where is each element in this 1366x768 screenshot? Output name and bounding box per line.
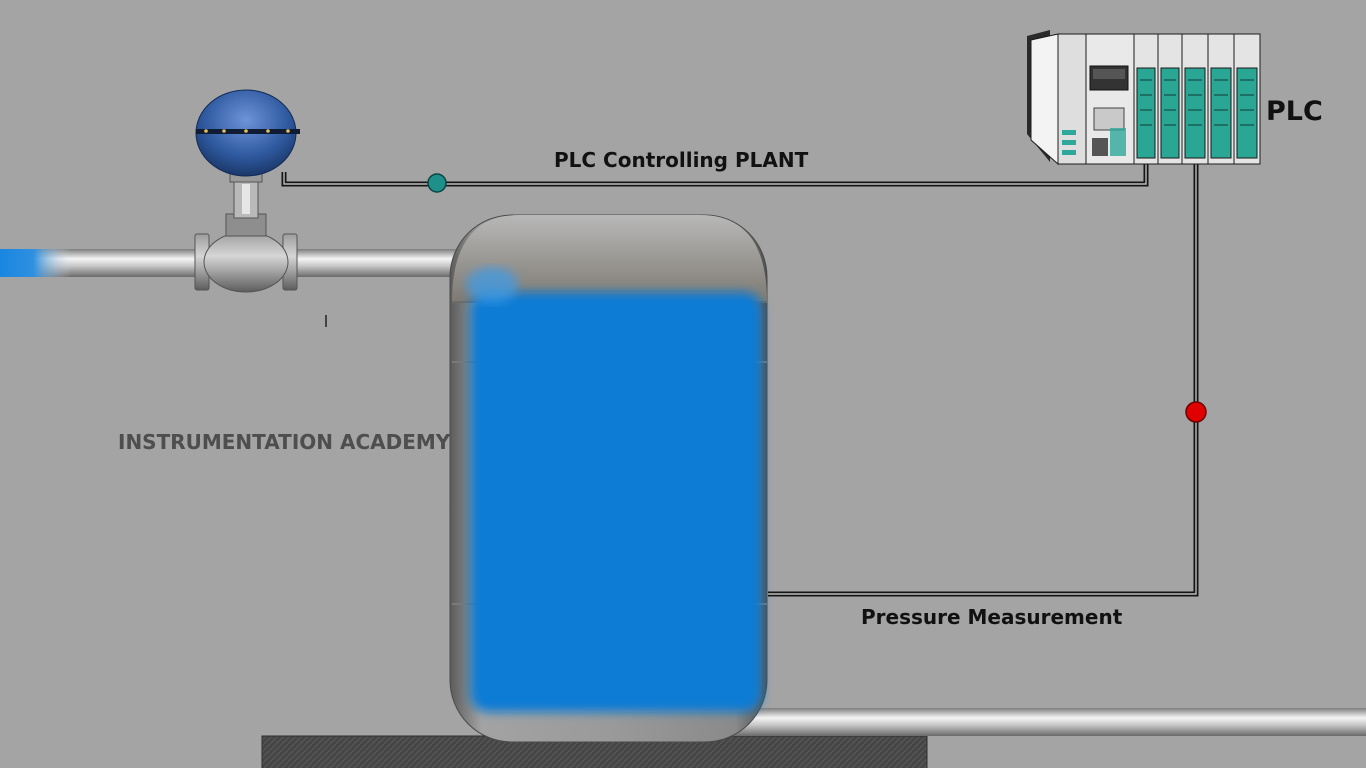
- control-signal-dot: [427, 173, 447, 193]
- watermark-label: INSTRUMENTATION ACADEMY: [118, 430, 451, 454]
- plc-label: PLC: [1266, 96, 1323, 127]
- outlet-pipe: [700, 708, 1366, 736]
- pressure-vessel-icon: [449, 214, 768, 743]
- plc-rack-icon: [1027, 30, 1261, 166]
- water-level: [470, 292, 762, 712]
- measurement-signal-line: [768, 160, 1199, 597]
- measurement-signal-dot: [1185, 401, 1207, 423]
- control-line-label: PLC Controlling PLANT: [554, 148, 809, 172]
- control-valve-icon: [194, 89, 327, 327]
- measurement-line-label: Pressure Measurement: [861, 605, 1123, 629]
